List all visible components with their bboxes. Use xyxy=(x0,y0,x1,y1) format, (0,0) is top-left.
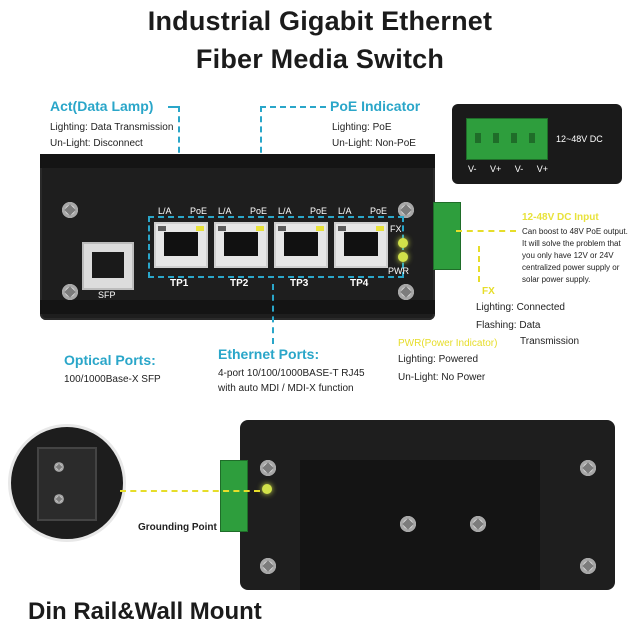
port-label-tp1: TP1 xyxy=(170,278,189,289)
dc-input-line: you only have 12V or 24V xyxy=(522,251,614,260)
din-rail-clip xyxy=(300,460,540,590)
fx-leader xyxy=(478,246,480,282)
pwr-heading: PWR(Power Indicator) xyxy=(398,338,498,349)
sfp-port xyxy=(82,242,134,290)
pin-label: V- xyxy=(514,164,524,174)
poe-line-2: Un-Light: Non-PoE xyxy=(332,138,416,149)
pwr-label: PWR xyxy=(388,266,409,276)
pwr-line-1: Lighting: Powered xyxy=(398,354,479,365)
screw-icon xyxy=(62,284,78,300)
screw-icon xyxy=(400,516,416,532)
dc-input-text: Can boost to 48V PoE output. It will sol… xyxy=(522,226,628,286)
screw-icon xyxy=(580,460,596,476)
screw-icon xyxy=(470,516,486,532)
terminal-inset: V- V+ V- V+ 12~48V DC xyxy=(452,104,622,184)
dc-leader xyxy=(456,230,516,232)
dc-input-line: solar power supply. xyxy=(522,275,591,284)
optical-heading: Optical Ports: xyxy=(64,352,156,368)
grounding-point-icon xyxy=(262,484,272,494)
ethernet-heading: Ethernet Ports: xyxy=(218,346,320,362)
title-line-2: Fiber Media Switch xyxy=(195,44,445,74)
fx-label: FX xyxy=(390,224,402,234)
screw-icon xyxy=(260,460,276,476)
ethernet-leader xyxy=(272,284,274,344)
la-label: L/A xyxy=(158,206,172,216)
la-label: L/A xyxy=(278,206,292,216)
fx-led-icon xyxy=(398,238,408,248)
screw-icon xyxy=(398,284,414,300)
screw-icon xyxy=(54,462,64,472)
rj45-port xyxy=(154,222,208,268)
power-terminal xyxy=(433,202,461,270)
grounding-leader xyxy=(120,490,260,492)
dc-input-heading: 12-48V DC Input xyxy=(522,212,599,223)
rear-power-terminal xyxy=(220,460,248,532)
act-line-2: Un-Light: Disconnect xyxy=(50,138,143,149)
la-label: L/A xyxy=(338,206,352,216)
sfp-label: SFP xyxy=(98,290,116,300)
poe-label: PoE xyxy=(190,206,208,216)
screw-icon xyxy=(260,558,276,574)
poe-label: PoE xyxy=(370,206,388,216)
title-line-1: Industrial Gigabit Ethernet xyxy=(147,6,493,36)
terminal-pins: V- V+ V- V+ xyxy=(468,164,548,174)
screw-icon xyxy=(54,494,64,504)
act-line-1: Lighting: Data Transmission xyxy=(50,122,174,133)
poe-label: PoE xyxy=(250,206,268,216)
switch-back xyxy=(240,420,615,590)
poe-line-1: Lighting: PoE xyxy=(332,122,392,133)
screw-icon xyxy=(580,558,596,574)
fx-line-1: Lighting: Connected xyxy=(476,302,565,313)
bracket-inset xyxy=(8,424,126,542)
dc-input-line: Can boost to 48V PoE output. xyxy=(522,227,628,236)
dc-input-line: centralized power supply or xyxy=(522,263,620,272)
port-label-tp3: TP3 xyxy=(290,278,309,289)
ethernet-line-1: 4-port 10/100/1000BASE-T RJ45 xyxy=(218,368,365,379)
pin-label: V- xyxy=(468,164,477,174)
poe-heading: PoE Indicator xyxy=(330,98,421,114)
switch-front: SFP L/A PoE L/A PoE L/A PoE L/A PoE TP1 … xyxy=(40,154,435,320)
la-label: L/A xyxy=(218,206,232,216)
rj45-port xyxy=(334,222,388,268)
terminal-range: 12~48V DC xyxy=(556,134,603,144)
terminal-block xyxy=(466,118,548,160)
port-label-tp4: TP4 xyxy=(350,278,369,289)
poe-leader-h xyxy=(260,106,326,108)
rj45-port xyxy=(274,222,328,268)
fx-line-3: Transmission xyxy=(520,336,580,347)
screw-icon xyxy=(398,202,414,218)
optical-line-1: 100/1000Base-X SFP xyxy=(64,374,161,385)
pwr-line-2: Un-Light: No Power xyxy=(398,372,486,383)
screw-icon xyxy=(62,202,78,218)
fx-heading: FX xyxy=(482,286,495,297)
grounding-label: Grounding Point xyxy=(138,522,217,533)
dc-input-line: It will solve the problem that xyxy=(522,239,621,248)
ethernet-line-2: with auto MDI / MDI-X function xyxy=(218,383,354,394)
act-heading: Act(Data Lamp) xyxy=(50,98,154,114)
poe-label: PoE xyxy=(310,206,328,216)
fx-line-2: Flashing: Data xyxy=(476,320,541,331)
port-label-tp2: TP2 xyxy=(230,278,249,289)
bottom-title: Din Rail&Wall Mount xyxy=(28,598,262,625)
pin-label: V+ xyxy=(489,164,502,174)
rj45-port xyxy=(214,222,268,268)
act-leader-h xyxy=(168,106,178,108)
pwr-led-icon xyxy=(398,252,408,262)
pin-label: V+ xyxy=(536,164,548,174)
